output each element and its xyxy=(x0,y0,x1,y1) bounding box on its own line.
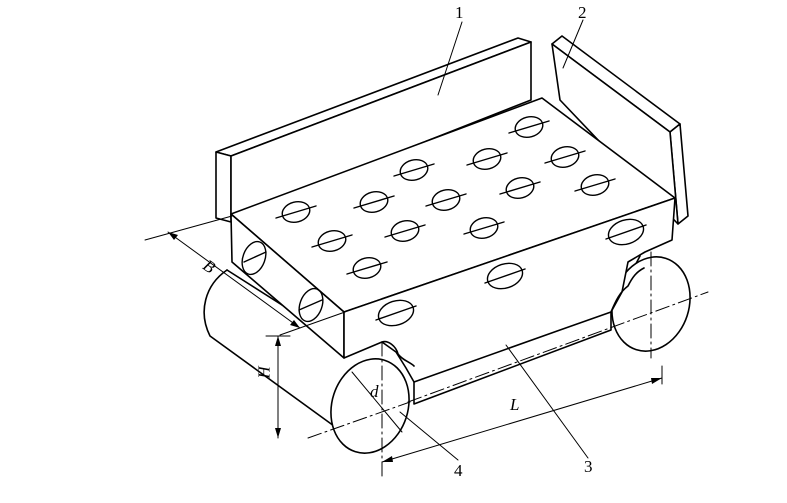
hole xyxy=(605,218,647,246)
hole xyxy=(466,147,508,171)
hole xyxy=(484,262,526,290)
hole xyxy=(499,176,541,200)
hole xyxy=(275,200,317,224)
dimension-l-line xyxy=(381,377,663,463)
hole xyxy=(353,190,395,214)
dimension-b-line xyxy=(167,231,301,329)
dimension-d-line xyxy=(351,371,403,433)
callout-1: 1 xyxy=(455,3,464,22)
hole xyxy=(574,173,616,197)
hole xyxy=(375,299,417,327)
hole xyxy=(241,240,267,276)
dimension-lines xyxy=(144,215,663,463)
dimension-label-d: d xyxy=(370,382,379,401)
hole xyxy=(393,158,435,182)
dimension-label-h: H xyxy=(254,366,274,379)
hole xyxy=(346,256,388,280)
leader-lines xyxy=(399,19,589,461)
hole xyxy=(384,219,426,243)
roller-left xyxy=(203,269,410,454)
hole xyxy=(463,216,505,240)
center-lines xyxy=(307,251,709,479)
callout-2: 2 xyxy=(578,3,587,22)
hole xyxy=(508,115,550,139)
callout-3: 3 xyxy=(584,457,593,476)
dimension-label-l: L xyxy=(510,395,520,414)
hole xyxy=(298,287,324,323)
hole xyxy=(425,188,467,212)
side-holes xyxy=(241,218,647,327)
callout-4: 4 xyxy=(454,461,463,480)
hole xyxy=(544,145,586,169)
top-holes xyxy=(275,115,616,280)
arrowheads xyxy=(168,232,662,462)
hole xyxy=(311,229,353,253)
back-plate-1 xyxy=(215,37,532,223)
